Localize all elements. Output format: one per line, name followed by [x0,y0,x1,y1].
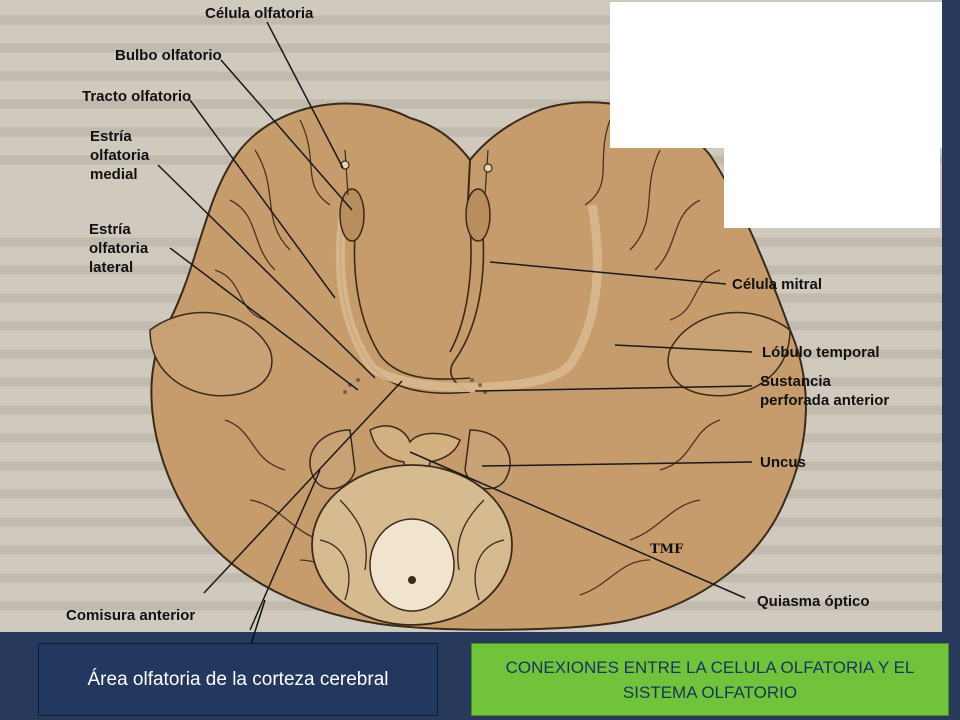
caption-connections-text: CONEXIONES ENTRE LA CELULA OLFATORIA Y E… [505,657,915,702]
brain-illustration [0,15,942,631]
label-estria-olfatoria-lateral: Estría olfatoria lateral [89,221,149,276]
optic-chiasm [369,425,461,486]
label-celula-olfatoria: Célula olfatoria [205,5,314,22]
leader-lines [157,21,753,631]
label-estria-olfatoria-medial: Estría olfatoria medial [90,128,150,183]
gyri-lines [199,119,741,596]
brain-figure: Célula olfatoria Bulbo olfatorio Tracto … [0,0,942,632]
white-overlay-block [610,2,942,148]
label-uncus: Uncus [760,454,806,471]
label-bulbo-olfatorio: Bulbo olfatorio [115,47,222,64]
label-quiasma-optico: Quiasma óptico [757,593,870,610]
brainstem-section [311,464,513,626]
label-comisura-anterior: Comisura anterior [66,607,196,624]
artist-signature: TMF [650,542,684,557]
label-tracto-olfatorio: Tracto olfatorio [82,88,192,105]
white-overlay-block-lower [724,148,940,228]
caption-connections: CONEXIONES ENTRE LA CELULA OLFATORIA Y E… [471,643,949,716]
caption-olfactory-area: Área olfatoria de la corteza cerebral [38,643,438,716]
caption-olfactory-area-text: Área olfatoria de la corteza cerebral [87,668,389,690]
label-sustancia-perforada-anterior: Sustancia perforada anterior [760,373,890,409]
label-celula-mitral: Célula mitral [732,276,823,293]
label-lobulo-temporal: Lóbulo temporal [762,344,880,361]
